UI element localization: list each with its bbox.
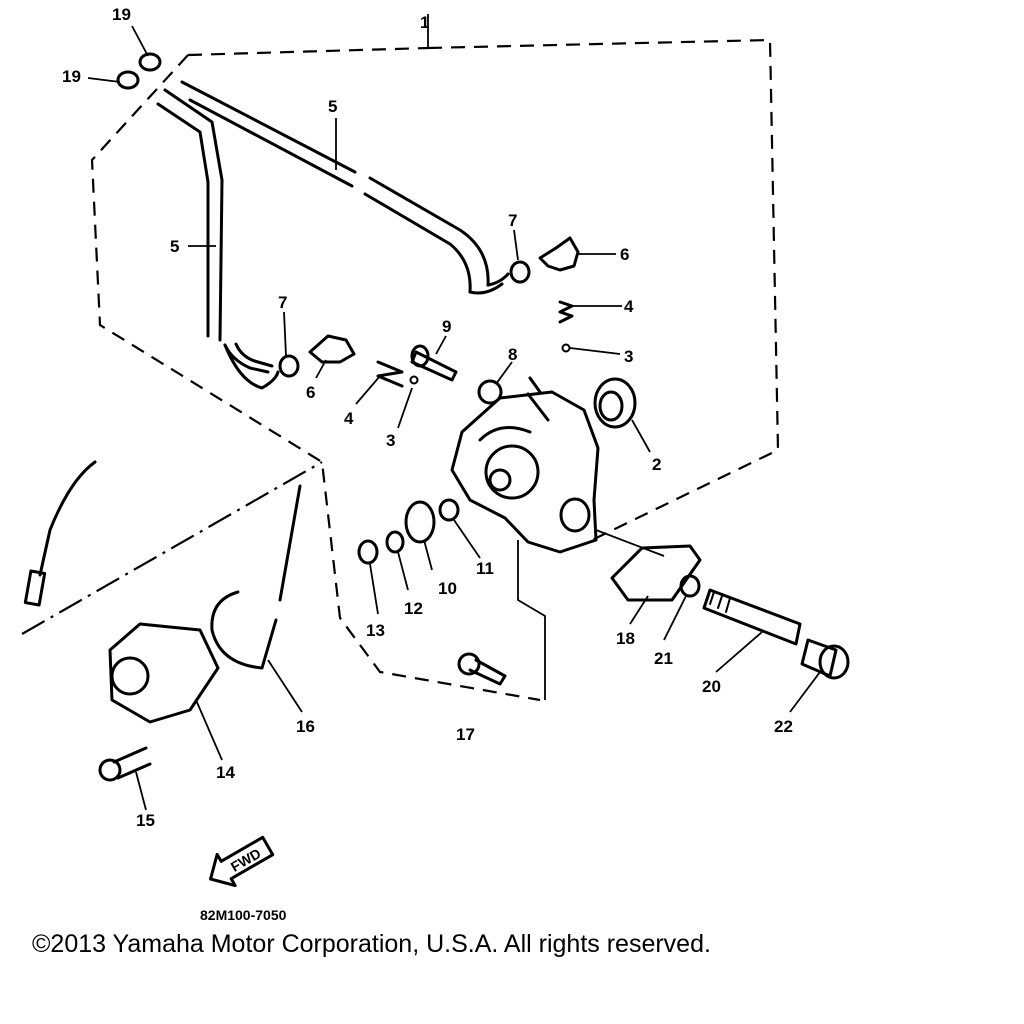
callout-9: 9 (442, 317, 451, 336)
callout-4: 4 (344, 409, 354, 428)
drive-collar (800, 638, 850, 680)
callout-5: 5 (170, 237, 179, 256)
callout-17: 17 (456, 725, 475, 744)
copyright-notice: ©2013 Yamaha Motor Corporation, U.S.A. A… (32, 930, 711, 958)
callout-2: 2 (652, 455, 661, 474)
check-spring (376, 300, 574, 388)
callout-4: 4 (624, 297, 634, 316)
bolt-15 (98, 746, 152, 782)
callout-20: 20 (702, 677, 721, 696)
callout-16: 16 (296, 717, 315, 736)
callout-5: 5 (328, 97, 337, 116)
callout-12: 12 (404, 599, 423, 618)
callout-7: 7 (278, 293, 287, 312)
bolt-9 (410, 344, 458, 382)
callout-10: 10 (438, 579, 457, 598)
control-cable (23, 460, 302, 670)
forward-arrow-icon: FWD (209, 835, 275, 888)
callout-7: 7 (508, 211, 517, 230)
leader-lines (87, 25, 821, 811)
pump-cover (108, 622, 220, 724)
washers-10-13 (357, 498, 460, 565)
gasket (610, 544, 702, 602)
callout-19: 19 (112, 5, 131, 24)
drawing-number: 82M100-7050 (200, 907, 287, 923)
bolt-17 (457, 652, 507, 686)
washer-8 (477, 379, 503, 405)
callout-6: 6 (620, 245, 629, 264)
callout-1: 1 (420, 13, 429, 32)
elbow-fitting-left (278, 334, 356, 378)
o-ring (679, 574, 701, 598)
elbow-fitting-right (509, 236, 580, 284)
hose-clamp (116, 52, 162, 90)
callout-3: 3 (624, 347, 633, 366)
callout-14: 14 (216, 763, 235, 782)
callout-18: 18 (616, 629, 635, 648)
oil-hose (156, 80, 510, 390)
oil-seal (593, 377, 637, 429)
callout-22: 22 (774, 717, 793, 736)
callout-21: 21 (654, 649, 673, 668)
assembly-boundary (90, 14, 780, 702)
callout-3: 3 (386, 431, 395, 450)
callout-11: 11 (476, 559, 494, 578)
callout-19: 19 (62, 67, 81, 86)
callout-6: 6 (306, 383, 315, 402)
callout-13: 13 (366, 621, 385, 640)
oil-pump-body (450, 376, 600, 554)
callout-15: 15 (136, 811, 155, 830)
separator-line (21, 461, 323, 635)
callout-8: 8 (508, 345, 517, 364)
pump-drive-shaft (702, 588, 802, 646)
